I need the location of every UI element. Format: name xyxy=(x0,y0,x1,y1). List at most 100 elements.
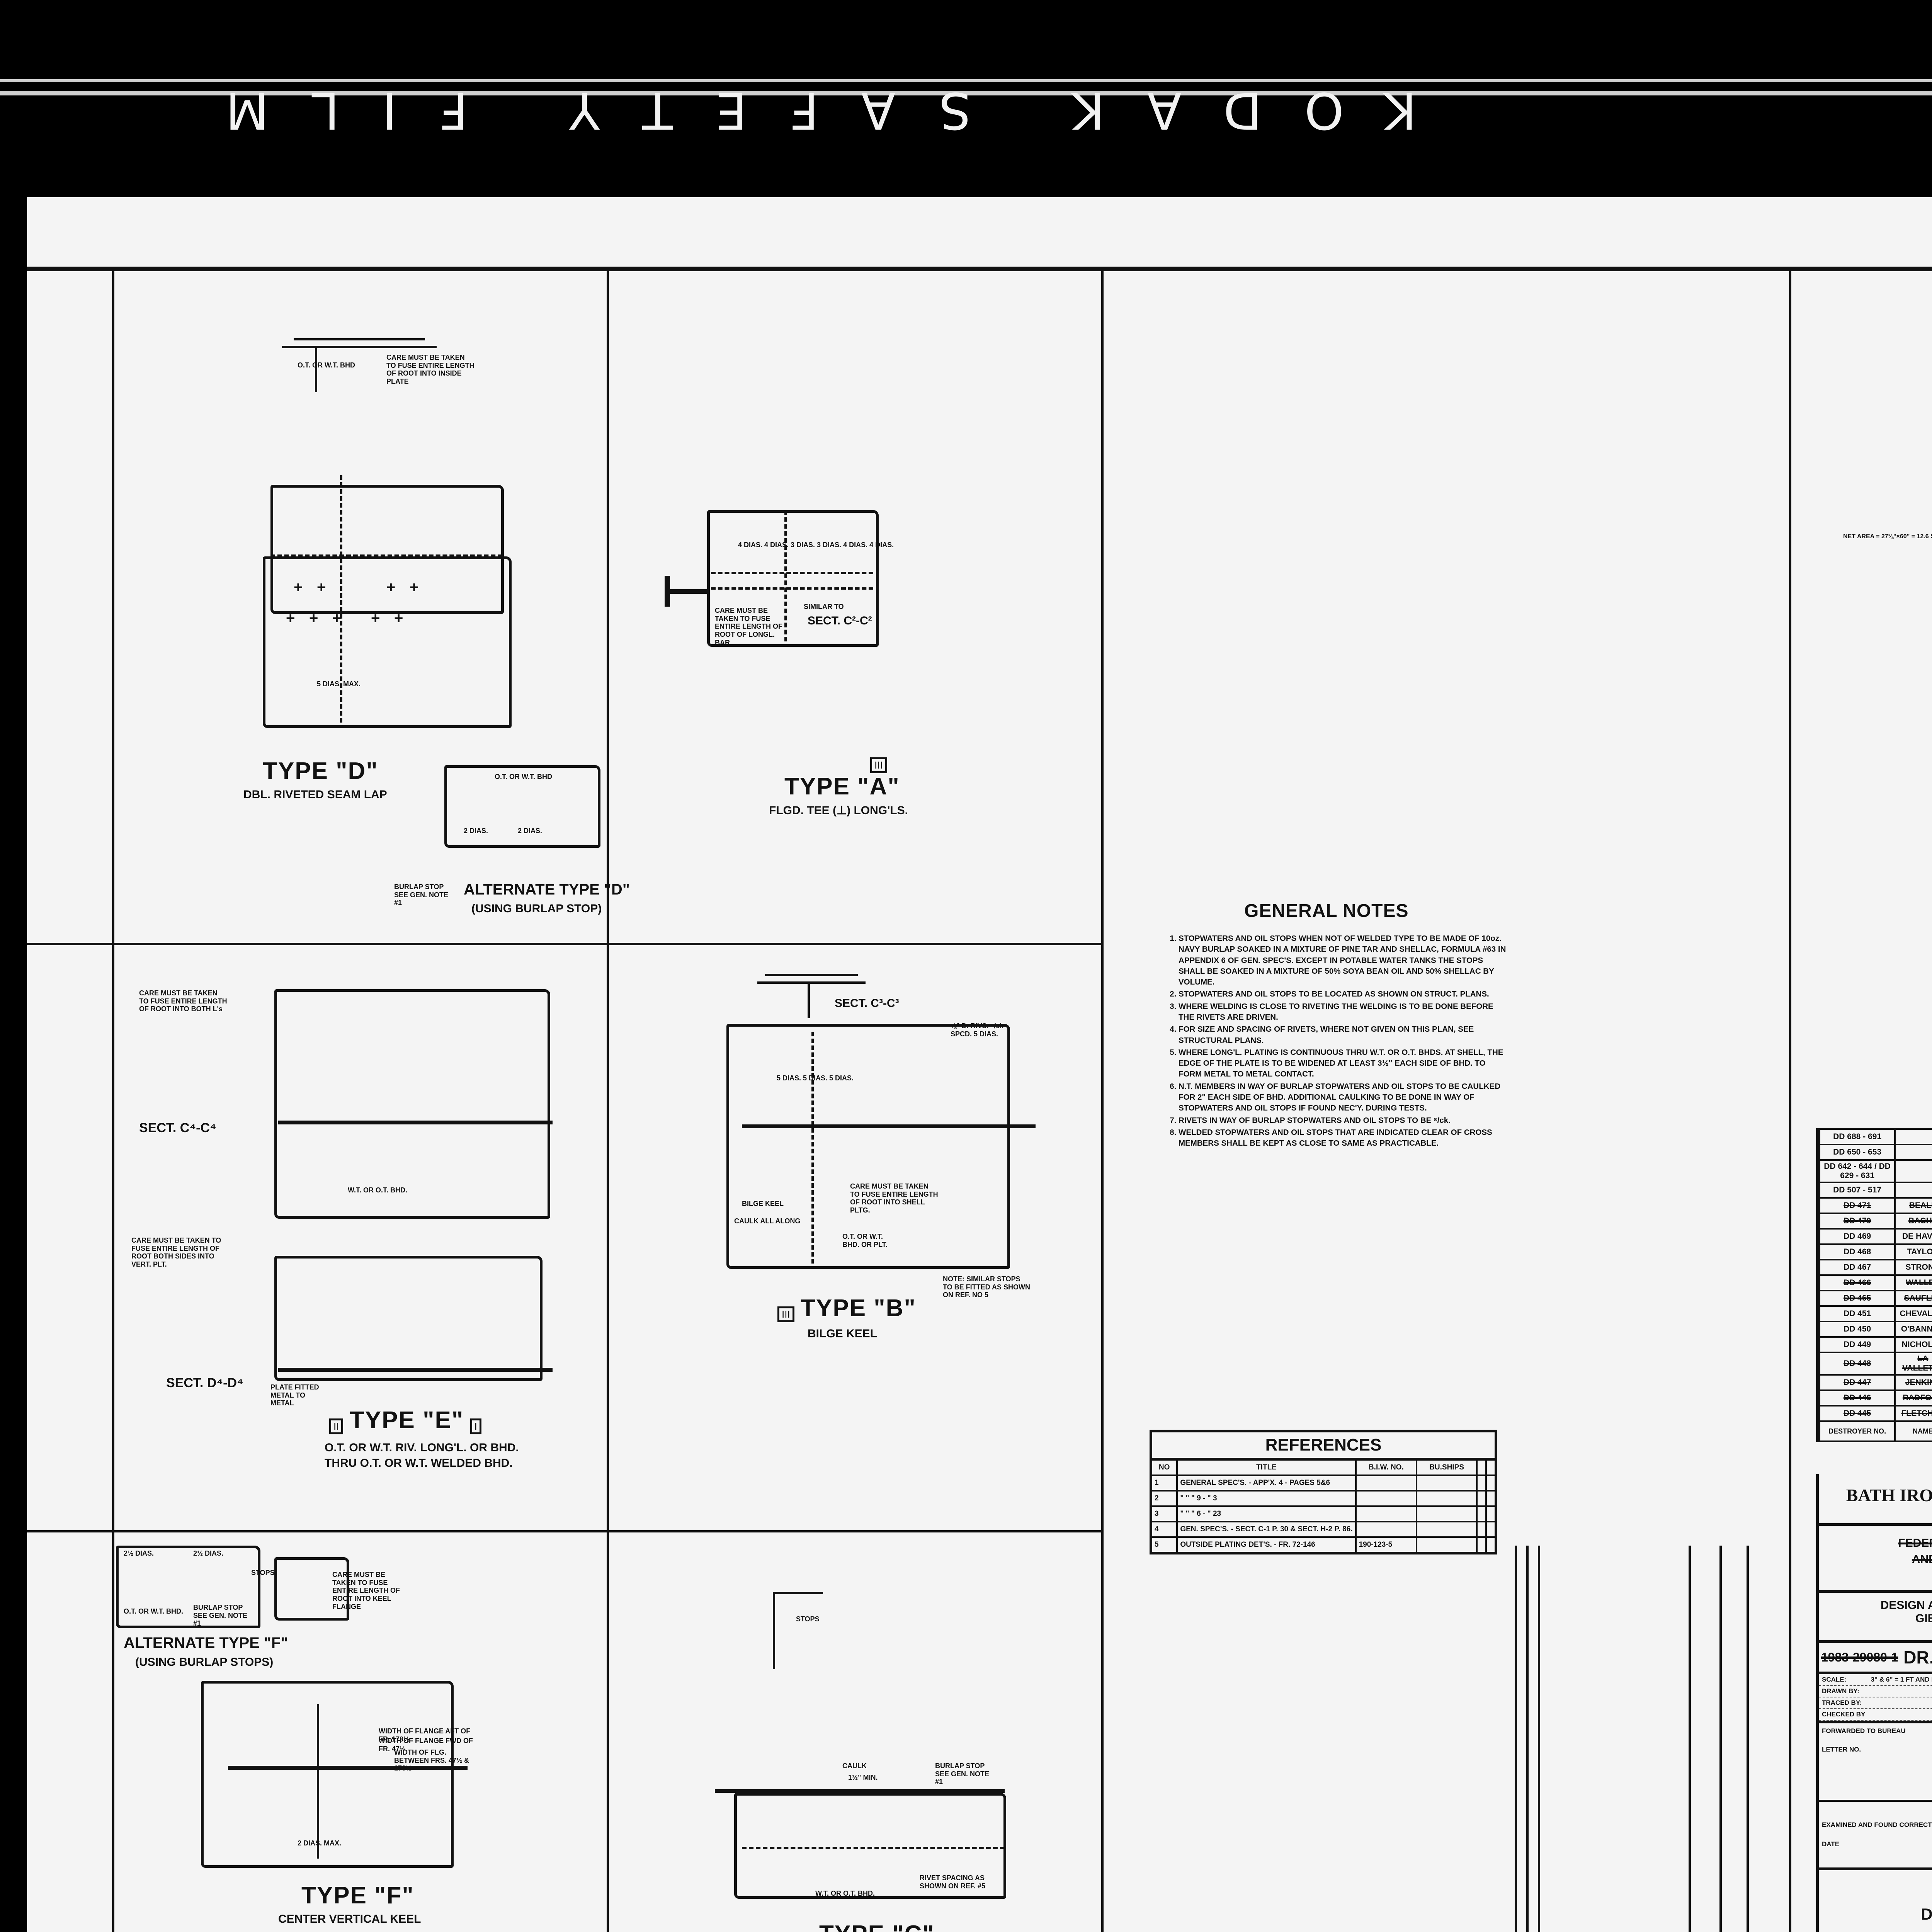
alt-type-d-title: ALTERNATE TYPE "D" xyxy=(464,881,630,898)
table-row: DD 465SAUFLEY202 xyxy=(1818,1290,1932,1307)
tee-section xyxy=(665,576,670,607)
table-row: DD 468TAYLOR194 xyxy=(1818,1243,1932,1260)
film-brand: KODAK SAFETY FILM xyxy=(183,81,1417,140)
builder-row: DD 688 - 691BATH IRON WORKS CORP. xyxy=(1818,1128,1932,1145)
bulkhead-section xyxy=(315,348,317,392)
plate-outline xyxy=(274,989,550,1219)
panel-type-c: STOPS CAULK 1½" MIN. BURLAP STOP SEE GEN… xyxy=(611,1534,1101,1932)
grid-line xyxy=(27,1530,1104,1532)
plate-outline xyxy=(734,1793,1006,1899)
stringer-line xyxy=(715,1789,1005,1793)
film-top-edge: KODAK SAFETY FILM xyxy=(0,0,1932,193)
bulkhead-line xyxy=(340,475,342,723)
panel-type-e: CARE MUST BE TAKEN TO FUSE ENTIRE LENGTH… xyxy=(116,947,607,1530)
type-f-title: TYPE "F" xyxy=(301,1882,414,1909)
revision-column-line xyxy=(1689,1546,1691,1932)
table-row: DD 467STRONG193 xyxy=(1818,1259,1932,1276)
film-edge-line xyxy=(0,91,1932,95)
builder-row: DD 507 - 517BATH IRON WORKS CORP. xyxy=(1818,1182,1932,1199)
stop-line xyxy=(742,1847,1005,1849)
destroyer-table: DD 688 - 691BATH IRON WORKS CORP. DD 650… xyxy=(1816,1128,1932,1442)
table-row: 2" " " 9 - " 3 xyxy=(1150,1490,1497,1507)
table-row: DD 449NICHOLAS190 xyxy=(1818,1336,1932,1353)
plate-section xyxy=(765,974,858,976)
drawing-title: DETAILS OF STOPWATERS & OIL STOPS xyxy=(1819,1870,1932,1932)
flange-line xyxy=(711,587,873,590)
plan-examined: PLAN EXAMINED AND FOUND CORRECT DATESUPE… xyxy=(1819,1802,1932,1870)
plate-outline xyxy=(707,510,879,647)
type-c-heading: TYPE "C" II xyxy=(819,1920,960,1932)
general-notes: GENERAL NOTES STOPWATERS AND OIL STOPS W… xyxy=(1155,900,1511,1150)
references-table: REFERENCES NO TITLE B.I.W. NO. BU.SHIPS … xyxy=(1150,1430,1497,1554)
panel-type-b: SECT. C³-C³ ⅝" D. RIVS. ⁸/ck SPCD. 5 DIA… xyxy=(611,947,1101,1530)
table-row: DD 447JENKINS200 xyxy=(1818,1374,1932,1391)
type-a-subtitle: FLGD. TEE (⊥) LONG'LS. xyxy=(769,804,908,817)
table-row: DD 446RADFORD199 xyxy=(1818,1389,1932,1406)
note-item: WHERE LONG'L. PLATING IS CONTINUOUS THRU… xyxy=(1179,1047,1511,1080)
drawing-number-block: 1983-29080-1 DR. NO. 190-123-12 xyxy=(1819,1643,1932,1674)
keel-web xyxy=(317,1704,319,1859)
seam-line xyxy=(270,554,502,557)
grid-line xyxy=(27,943,1104,945)
note-item: WELDED STOPWATERS AND OIL STOPS THAT ARE… xyxy=(1179,1127,1511,1149)
panel-type-d: ++ ++ ++ ++ + O.T. OR W.T. BHD CARE MUST… xyxy=(116,274,630,943)
grid-line xyxy=(1789,267,1791,1932)
note-item: STOPWATERS AND OIL STOPS TO BE LOCATED A… xyxy=(1179,989,1511,1000)
revision-column-line xyxy=(1719,1546,1722,1932)
note-item: WHERE WELDING IS CLOSE TO RIVETING THE W… xyxy=(1179,1001,1511,1023)
plate-outline xyxy=(726,1024,1010,1269)
revision-marker: II xyxy=(329,1418,344,1435)
bilge-keel-line xyxy=(742,1124,1036,1128)
references-title: REFERENCES xyxy=(1150,1430,1497,1458)
plate-outline xyxy=(201,1681,454,1868)
table-row: 3" " " 6 - " 23 xyxy=(1150,1505,1497,1522)
flange-line xyxy=(278,1368,553,1372)
builder-row: DD 642 - 644 / DD 629 - 631BATH IRON WOR… xyxy=(1818,1159,1932,1183)
angle-section xyxy=(773,1592,823,1594)
table-header: NO TITLE B.I.W. NO. BU.SHIPS xyxy=(1150,1458,1497,1476)
bureau-approval: FORWARDED TO BUREAUAPPROVED OCT. 1, 1940… xyxy=(1819,1723,1932,1802)
table-header: DESTROYER NO.NAMEBUILT BYHULL NO. xyxy=(1818,1420,1932,1442)
type-b-heading: III TYPE "B" xyxy=(773,1294,916,1323)
struck-builder-block: FEDERAL SHIPBUILDING AND DRY DOCK CO. KE… xyxy=(1819,1526,1932,1593)
plate-section xyxy=(757,981,866,984)
note-item: STOPWATERS AND OIL STOPS WHEN NOT OF WEL… xyxy=(1179,933,1511,988)
table-row: DD 466WALLERFEDERAL SHIPBUILDING & DRY D… xyxy=(1818,1274,1932,1291)
plate-outline xyxy=(263,556,512,728)
note-item: N.T. MEMBERS IN WAY OF BURLAP STOPWATERS… xyxy=(1179,1081,1511,1114)
plate-section xyxy=(294,338,425,340)
grid-line xyxy=(112,267,114,1932)
alt-plate xyxy=(116,1546,260,1628)
type-e-heading: II TYPE "E" I xyxy=(325,1406,486,1435)
type-e-subtitle: THRU O.T. OR W.T. WELDED BHD. xyxy=(325,1457,513,1469)
table-row: DD 471BEALEBETH. STEEL CO. S.B. DIV.8022 xyxy=(1818,1197,1932,1214)
revision-marker: III xyxy=(777,1306,794,1323)
note-item: FOR SIZE AND SPACING OF RIVETS, WHERE NO… xyxy=(1179,1024,1511,1046)
keel-section xyxy=(274,1557,349,1621)
grid-line xyxy=(607,267,609,1932)
bulkhead-line xyxy=(784,510,787,641)
note-item: RIVETS IN WAY OF BURLAP STOPWATERS AND O… xyxy=(1179,1115,1511,1126)
drawing-number: DR. NO. 190-123-12 xyxy=(1903,1647,1932,1667)
type-a-title: TYPE "A" xyxy=(784,773,900,800)
builder-name: BATH IRON WORKS CORP'N xyxy=(1846,1485,1932,1505)
keel-line xyxy=(228,1766,468,1770)
table-row: DD 445FLETCHER198 xyxy=(1818,1405,1932,1422)
panel-type-f: 2½ DIAS. 2½ DIAS. O.T. OR W.T. BHD. BURL… xyxy=(116,1534,607,1932)
type-c-title: TYPE "C" xyxy=(819,1921,935,1932)
builder-row: DD 650 - 653BATH IRON WORKS CORP. xyxy=(1818,1144,1932,1161)
type-b-title: TYPE "B" xyxy=(801,1295,916,1321)
tee-section xyxy=(668,589,707,594)
flange-line xyxy=(711,572,873,574)
plate-outline xyxy=(274,1256,543,1381)
general-notes-list: STOPWATERS AND OIL STOPS WHEN NOT OF WEL… xyxy=(1155,933,1511,1149)
general-notes-title: GENERAL NOTES xyxy=(1244,901,1409,921)
revision-marker: I xyxy=(470,1418,481,1435)
type-f-subtitle: CENTER VERTICAL KEEL xyxy=(278,1913,421,1925)
film-edge-line xyxy=(0,79,1932,82)
